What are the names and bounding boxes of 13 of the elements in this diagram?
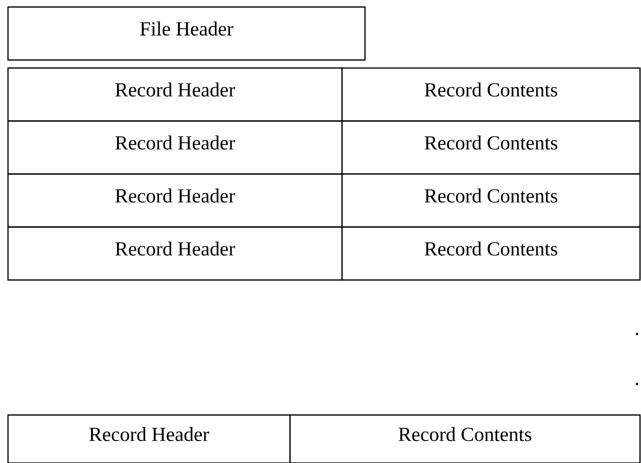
table-cell: Record Header (7, 414, 291, 463)
continuation-dot: . (636, 382, 638, 386)
table-cell: Record Header (7, 67, 343, 122)
table-cell: Record Header (7, 120, 343, 175)
table-cell: Record Contents (341, 67, 641, 122)
continuation-dot: . (636, 332, 638, 336)
table-cell: Record Contents (289, 414, 641, 463)
table-cell: Record Header (7, 226, 343, 281)
table-cell: Record Header (7, 173, 343, 228)
table-cell: Record Contents (341, 120, 641, 175)
header-box: File Header (7, 6, 366, 61)
table-cell: Record Contents (341, 173, 641, 228)
table-cell: Record Contents (341, 226, 641, 281)
